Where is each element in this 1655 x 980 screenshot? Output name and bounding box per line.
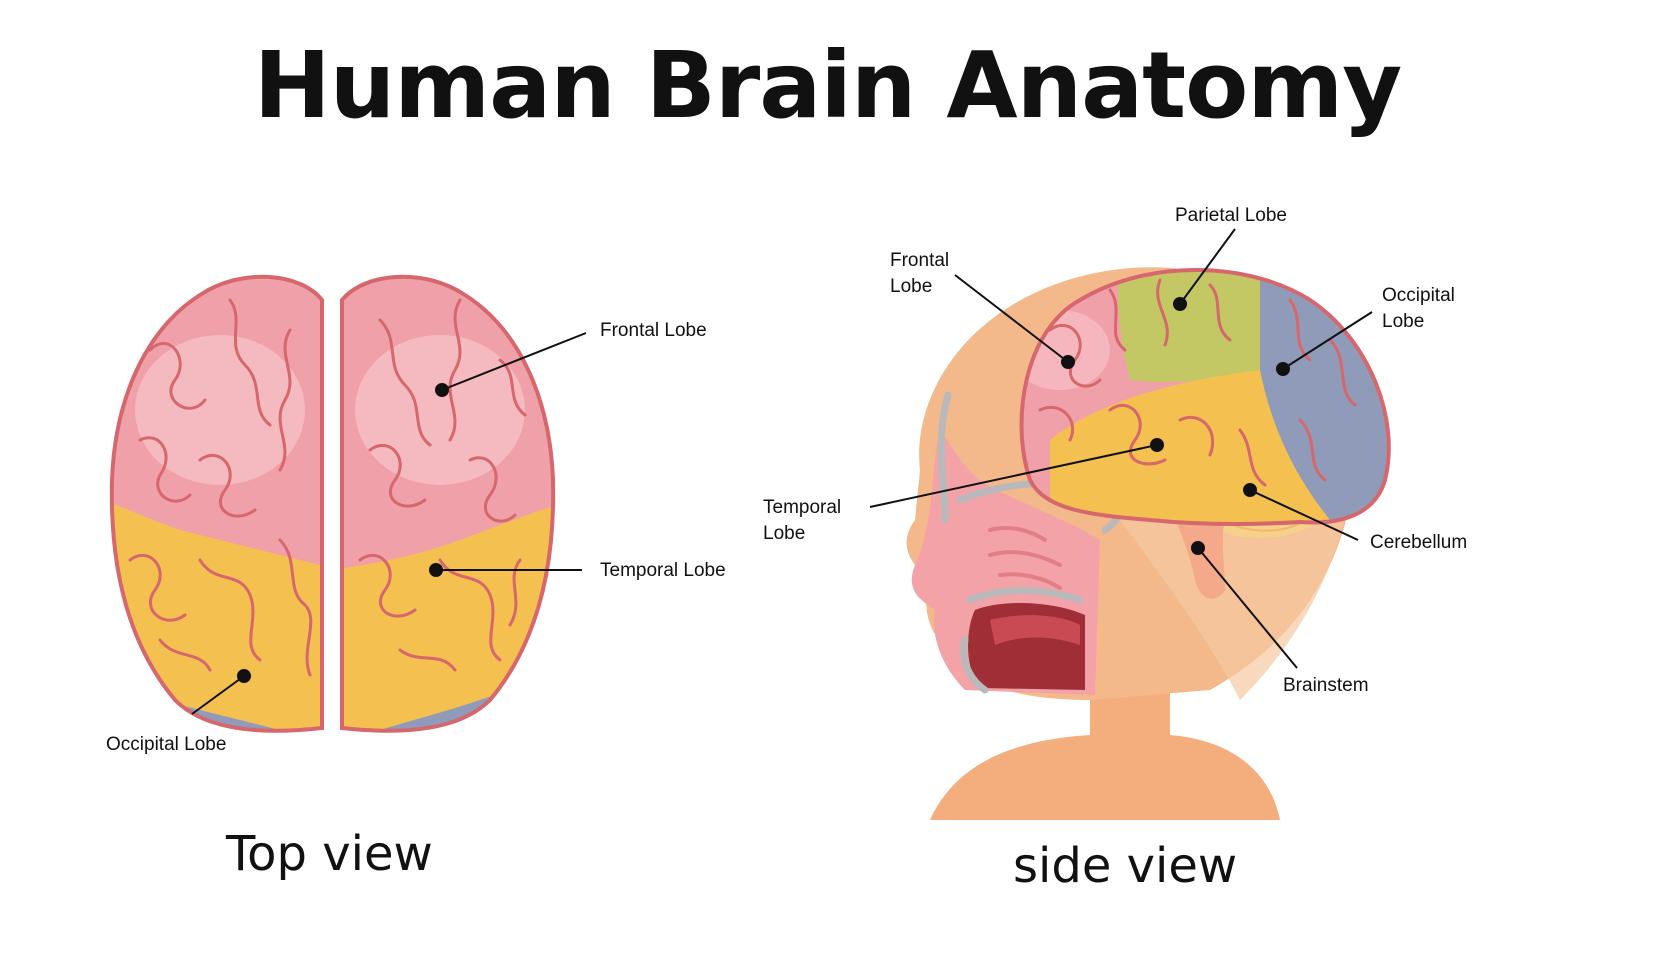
side-view-caption: side view	[1013, 838, 1238, 894]
side-frontal-lobe-label-line2: Lobe	[890, 276, 933, 297]
side-frontal-lobe-label-line1: Frontal	[890, 250, 950, 271]
top-view-brain	[109, 274, 556, 733]
top-occipital-lobe-label: Occipital Lobe	[106, 734, 227, 755]
side-parietal-lobe-label: Parietal Lobe	[1175, 205, 1287, 226]
top-view-leaders	[191, 332, 587, 715]
side-view-brain	[1019, 268, 1391, 599]
side-brainstem-label: Brainstem	[1283, 675, 1369, 696]
side-occipital-lobe-label-line2: Lobe	[1382, 311, 1425, 332]
top-temporal-lobe-label: Temporal Lobe	[600, 560, 726, 581]
side-temporal-lobe-label-line1: Temporal	[763, 497, 842, 518]
side-view-leaders	[869, 228, 1373, 669]
side-occipital-lobe-label-line1: Occipital	[1382, 285, 1455, 306]
page-title: Human Brain Anatomy	[253, 32, 1402, 139]
side-cerebellum-label: Cerebellum	[1370, 532, 1468, 553]
side-temporal-lobe-label: Temporal Lobe	[763, 495, 841, 547]
top-frontal-lobe-label: Frontal Lobe	[600, 320, 707, 341]
side-occipital-lobe-label: Occipital Lobe	[1382, 283, 1455, 335]
side-frontal-lobe-label: Frontal Lobe	[890, 248, 949, 300]
side-temporal-lobe-label-line2: Lobe	[763, 523, 806, 544]
top-view-caption: Top view	[226, 826, 433, 882]
